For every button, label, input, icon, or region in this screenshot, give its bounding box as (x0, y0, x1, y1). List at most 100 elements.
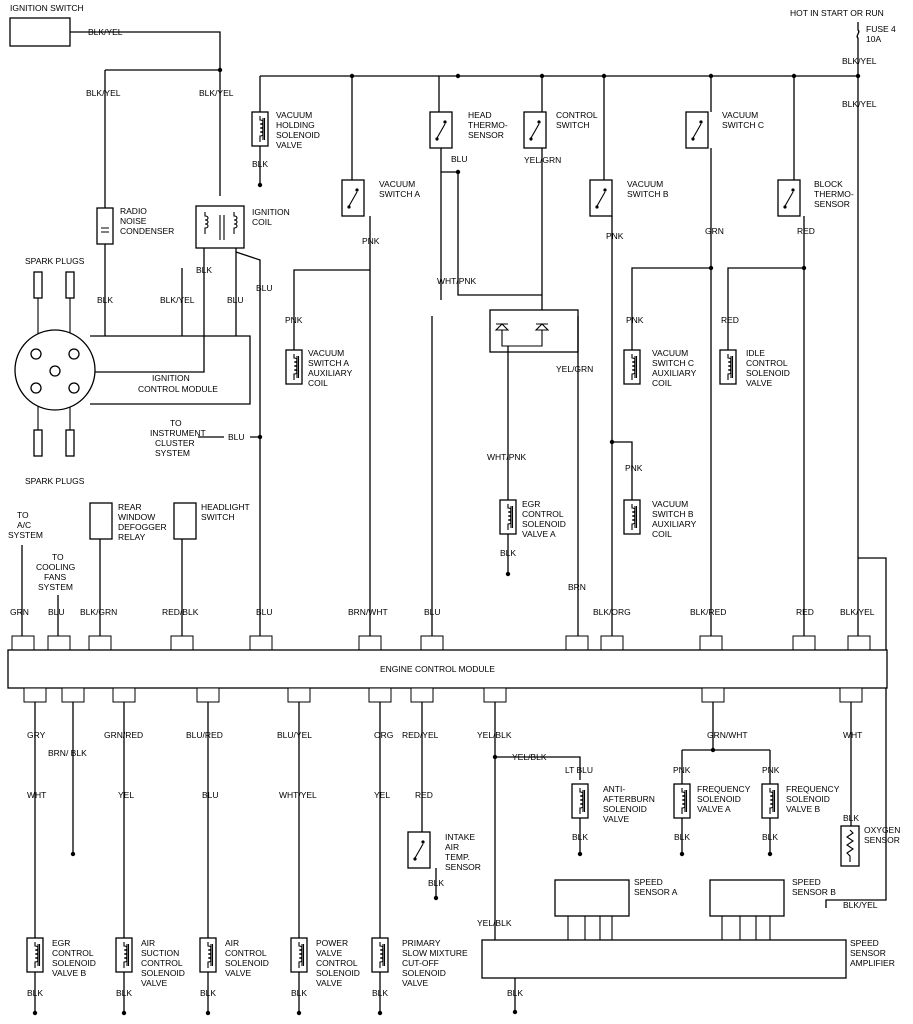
component-label: CONTROL (316, 958, 358, 968)
component-label: HEAD (468, 110, 492, 120)
component-label: SOLENOID (603, 804, 647, 814)
wire-label: BLK (97, 295, 113, 305)
wire-label: YEL/GRN (524, 155, 561, 165)
component-label: VALVE A (697, 804, 731, 814)
wire-label: BRN (568, 582, 586, 592)
component-label: VALVE B (786, 804, 821, 814)
component-label: PRIMARY (402, 938, 441, 948)
component-label: AIR (225, 938, 239, 948)
wire-label: BLK/YEL (86, 88, 121, 98)
component-label: FREQUENCY (697, 784, 751, 794)
ecm-top-pins (11, 635, 871, 651)
ignition-control-module (90, 335, 251, 405)
component-label: SENSOR (468, 130, 504, 140)
component-label: RADIO (120, 206, 147, 216)
component-label: VALVE A (522, 529, 556, 539)
component-label: REAR (118, 502, 142, 512)
wire-label: BRN/ BLK (48, 748, 87, 758)
wire-label: BLK (116, 988, 132, 998)
component-label: SOLENOID (276, 130, 320, 140)
component-label: SLOW MIXTURE (402, 948, 468, 958)
component-label: SOLENOID (141, 968, 185, 978)
wire-label: BLU/YEL (277, 730, 312, 740)
component-label: COIL (652, 378, 672, 388)
wire-label: BLK/YEL (160, 295, 195, 305)
component-label: SOLENOID (225, 958, 269, 968)
component-label: EGR (52, 938, 70, 948)
wire-label: BLK/ORG (593, 607, 631, 617)
wire-label: BLK/GRN (80, 607, 117, 617)
component-label: SENSOR B (792, 887, 836, 897)
wire-label: YEL/BLK (477, 730, 512, 740)
component-label: OXYGEN (864, 825, 900, 835)
wire-label: BLK (507, 988, 523, 998)
component-label: VACUUM (379, 179, 415, 189)
component-label: AIR (141, 938, 155, 948)
vacuum-holding-solenoid-label: VACUUM HOLDING SOLENOID VALVE (276, 110, 320, 150)
wire-label: RED/BLK (162, 607, 199, 617)
component-label: SWITCH A (379, 189, 420, 199)
wire-label: BLK (572, 832, 588, 842)
wire-label: BLU (228, 432, 245, 442)
wire-label: BLK/RED (690, 607, 726, 617)
wire-label: PNK (606, 231, 624, 241)
component-label: CONTROL (52, 948, 94, 958)
wire-label: BLK/YEL (842, 56, 877, 66)
component-label: SWITCH C (722, 120, 764, 130)
component-label: CONTROL (746, 358, 788, 368)
component-label: TEMP. (445, 852, 470, 862)
wire-label: BLK/YEL (88, 27, 123, 37)
component-label: SYSTEM (155, 448, 190, 458)
component-label: VACUUM (308, 348, 344, 358)
component-label: SWITCH C (652, 358, 694, 368)
component-label: HEADLIGHT (201, 502, 250, 512)
component-label: SWITCH B (627, 189, 669, 199)
oxygen-sensor (840, 825, 860, 867)
wire-label: BLU (424, 607, 441, 617)
wire-label: RED (797, 226, 815, 236)
wire-label: PNK (626, 315, 644, 325)
wire-label: PNK (673, 765, 691, 775)
component-label: VALVE (276, 140, 302, 150)
wire-label: WHT/PNK (437, 276, 477, 286)
wire-label: ORG (374, 730, 393, 740)
component-label: INTAKE (445, 832, 475, 842)
radio-noise-condenser (96, 207, 114, 245)
component-label: COOLING (36, 562, 75, 572)
wire-label: RED (415, 790, 433, 800)
wire-label: WHT (27, 790, 46, 800)
component-label: CONTROL (522, 509, 564, 519)
component-label: TO (52, 552, 64, 562)
component-label: COIL (308, 378, 328, 388)
component-label: SWITCH (556, 120, 590, 130)
component-label: COIL (252, 217, 272, 227)
fuse-label: FUSE 4 (866, 24, 896, 34)
component-label: VALVE (402, 978, 428, 988)
wire-label: BLK (500, 548, 516, 558)
wire-label: YEL (374, 790, 390, 800)
component-label: AUXILIARY (308, 368, 353, 378)
speed-sensor-amplifier (481, 939, 847, 979)
component-label: SENSOR A (634, 887, 678, 897)
rear-defogger-relay (89, 502, 113, 540)
wire-label: BLK (428, 878, 444, 888)
component-label: AIR (445, 842, 459, 852)
wire-label: LT BLU (565, 765, 593, 775)
wire-label: YEL/GRN (556, 364, 593, 374)
component-label: VALVE (603, 814, 629, 824)
component-label: IGNITION (252, 207, 290, 217)
wire-label: BLK (372, 988, 388, 998)
component-label: IDLE (746, 348, 765, 358)
wire-label: BLK (27, 988, 43, 998)
component-label: CONTROL MODULE (138, 384, 218, 394)
component-label: SENSOR (814, 199, 850, 209)
wire-label: BLK (200, 988, 216, 998)
component-label: SPEED (850, 938, 879, 948)
component-label: FREQUENCY (786, 784, 840, 794)
wire-label: PNK (285, 315, 303, 325)
component-label: WINDOW (118, 512, 155, 522)
component-label: VALVE (141, 978, 167, 988)
component-label: VACUUM (627, 179, 663, 189)
component-label: SENSOR (864, 835, 900, 845)
component-label: HOLDING (276, 120, 315, 130)
